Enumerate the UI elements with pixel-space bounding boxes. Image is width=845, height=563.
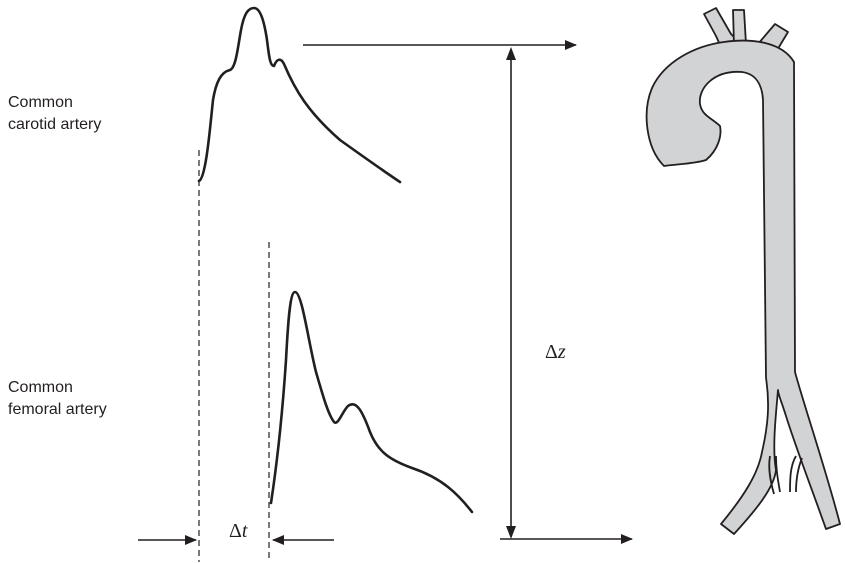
delta-z-delta: Δ xyxy=(545,341,558,363)
aortic-arch-and-descending-aorta xyxy=(645,39,841,535)
femoral-label: Common femoral artery xyxy=(8,377,107,421)
delta-t-symbol: Δt xyxy=(229,520,247,543)
aorta-illustration xyxy=(645,7,841,535)
femoral-label-line2: femoral artery xyxy=(8,401,107,418)
right-internal-iliac xyxy=(789,455,803,493)
distance-arrow-bottom-head xyxy=(506,526,516,539)
delta-t-delta: Δ xyxy=(229,520,242,542)
carotid-label: Common carotid artery xyxy=(8,92,101,136)
left-internal-iliac xyxy=(768,455,781,495)
carotid-label-line2: carotid artery xyxy=(8,116,102,133)
carotid-label-line1: Common xyxy=(8,94,73,111)
delta-z-var: z xyxy=(557,341,566,363)
delta-t-var: t xyxy=(241,520,248,542)
distance-arrow-top-head xyxy=(506,47,516,60)
femoral-label-line1: Common xyxy=(8,379,73,396)
carotid-pulse-waveform xyxy=(197,6,402,184)
delta-z-symbol: Δz xyxy=(545,341,566,364)
femoral-pulse-waveform xyxy=(269,290,474,514)
